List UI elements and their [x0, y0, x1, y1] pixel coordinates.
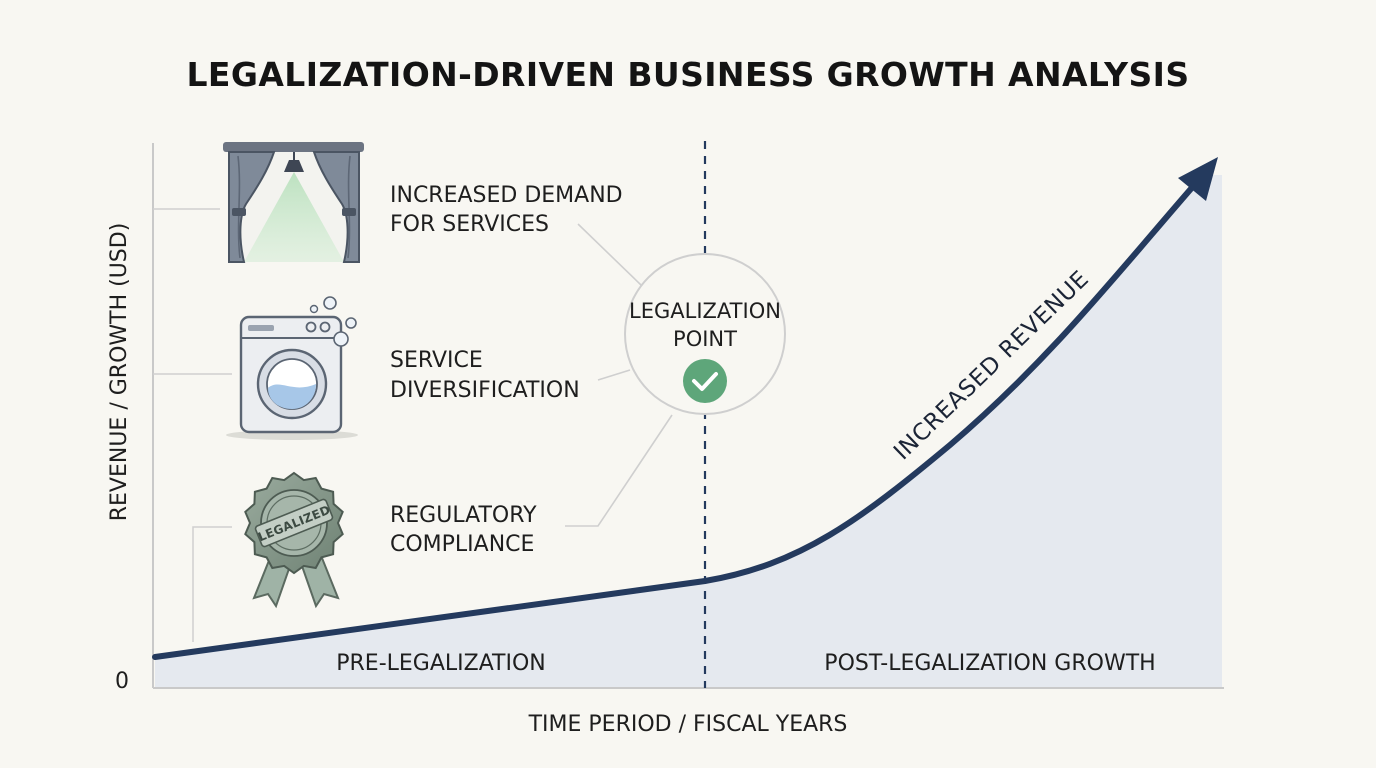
curve-arrowhead: [1178, 157, 1218, 201]
factor-compliance-line-1: REGULATORY: [390, 503, 537, 528]
revenue-area: [155, 175, 1222, 688]
factor-diversification-line-2: DIVERSIFICATION: [390, 378, 580, 403]
factor-demand-line-2: FOR SERVICES: [390, 212, 549, 237]
stage-curtains-icon: [223, 142, 364, 263]
connector-diversification: [597, 369, 631, 381]
y-axis-label: REVENUE / GROWTH (USD): [107, 223, 132, 522]
connector-demand: [577, 223, 642, 286]
callout-line-2: POINT: [673, 327, 737, 351]
factor-compliance-line-2: COMPLIANCE: [390, 532, 534, 557]
region-label-post: POST-LEGALIZATION GROWTH: [824, 651, 1155, 676]
check-circle-icon: [683, 359, 727, 403]
factor-demand-line-1: INCREASED DEMAND: [390, 183, 623, 208]
legalization-callout: LEGALIZATION POINT: [624, 253, 786, 415]
region-label-pre: PRE-LEGALIZATION: [336, 651, 546, 676]
callout-circle: [624, 253, 786, 415]
callout-line-1: LEGALIZATION: [629, 299, 781, 323]
factor-diversification-line-1: SERVICE: [390, 348, 483, 373]
connector-compliance: [565, 414, 673, 527]
page-title: LEGALIZATION-DRIVEN BUSINESS GROWTH ANAL…: [187, 55, 1190, 94]
seal-connector: [192, 526, 232, 642]
x-axis-label: TIME PERIOD / FISCAL YEARS: [528, 712, 848, 737]
y-origin-label: 0: [115, 669, 129, 694]
legalized-seal-icon: LEGALIZED: [244, 471, 344, 609]
washing-machine-icon: [226, 296, 358, 440]
revenue-curve: [152, 180, 1199, 660]
